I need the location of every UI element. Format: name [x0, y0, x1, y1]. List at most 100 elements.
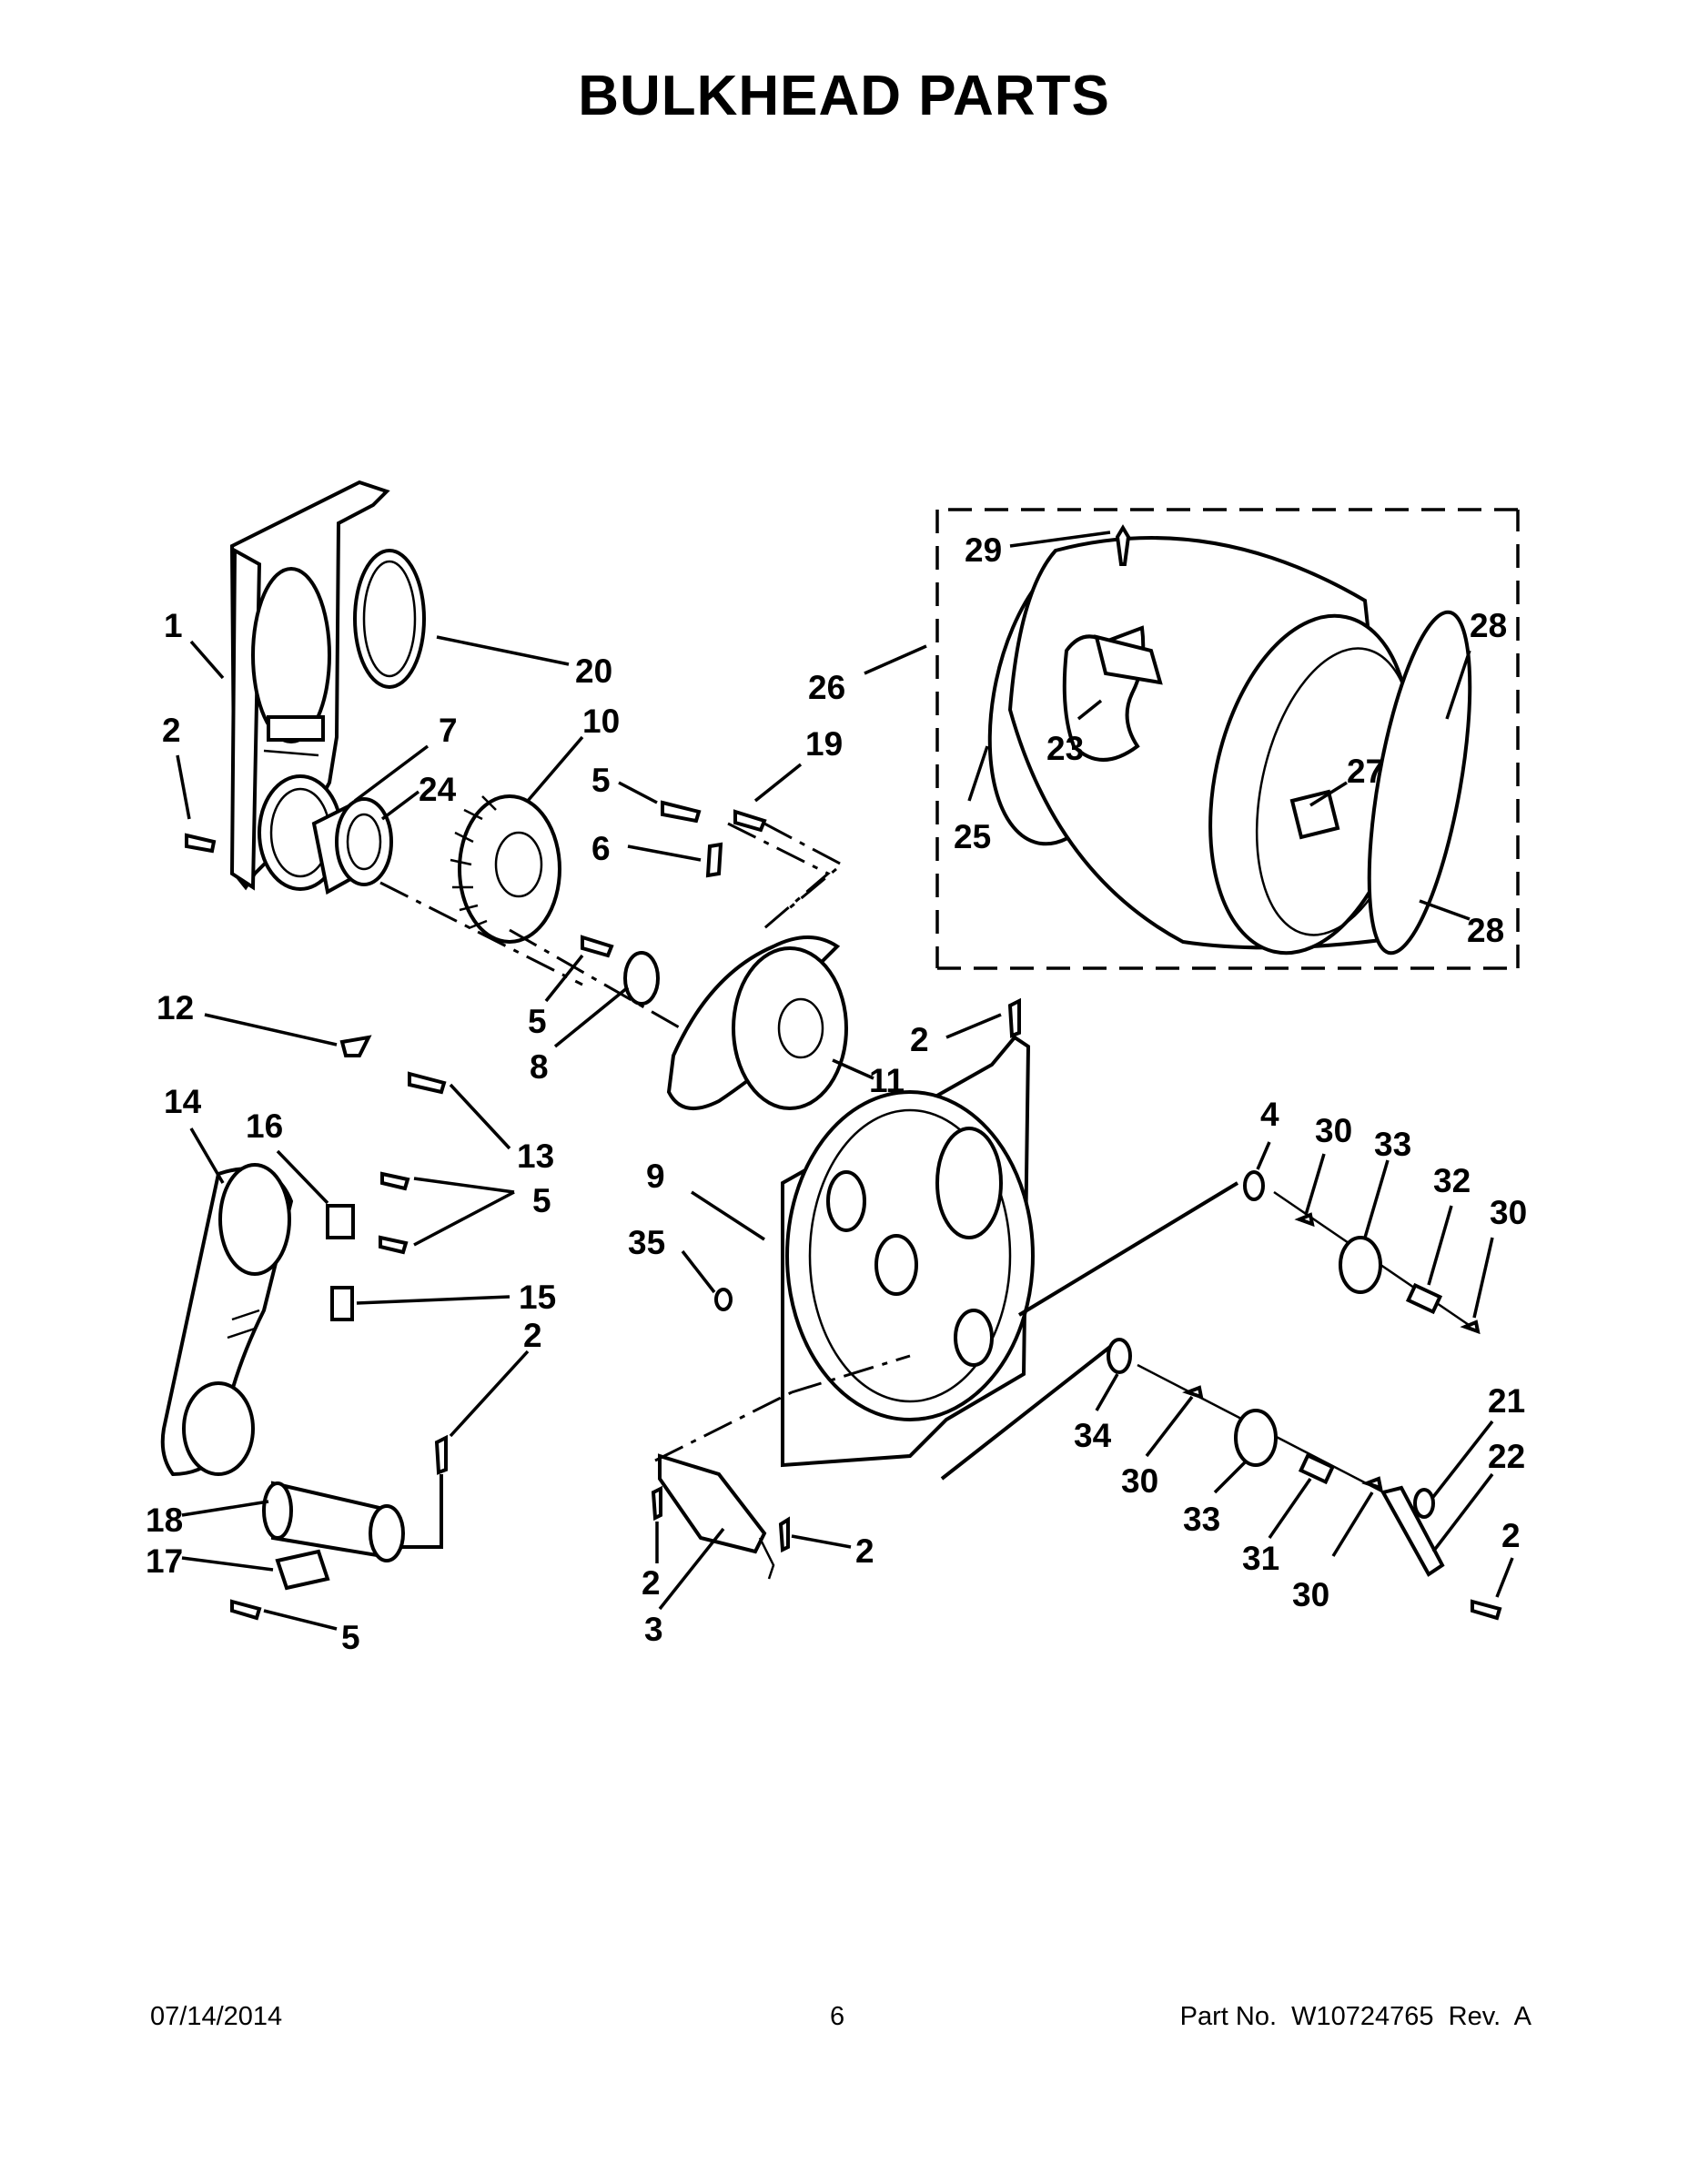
leader-4: [1256, 1141, 1271, 1170]
panel-slot: [267, 715, 325, 742]
bracket-tab: [758, 1537, 775, 1580]
lower-roller-axis: [940, 1345, 1112, 1481]
callout-33-upper: 33: [1374, 1126, 1411, 1163]
drum-part: [987, 524, 1472, 956]
leader-26: [864, 644, 927, 675]
bulkhead-inner-rim: [808, 1108, 1012, 1403]
front-duct-slots: [227, 1309, 260, 1340]
axis-line-bracket: [654, 1354, 911, 1462]
leader-5d: [263, 1609, 338, 1631]
callout-28: 28: [1470, 607, 1507, 644]
leader-9: [691, 1190, 765, 1241]
callout-23: 23: [1046, 730, 1084, 767]
leader-34: [1095, 1373, 1119, 1411]
callout-30-lower-b: 30: [1292, 1576, 1329, 1613]
leader-lines: [176, 531, 1514, 1631]
leader-5c: [413, 1177, 515, 1247]
callout-27: 27: [1347, 753, 1384, 790]
callout-5: 5: [591, 762, 611, 799]
blower-wheel-blades: [450, 795, 497, 930]
drum-seal: [1367, 610, 1472, 956]
leader-11: [832, 1058, 874, 1080]
roller-33-lower: [1234, 1409, 1278, 1467]
callout-22: 22: [1488, 1438, 1525, 1475]
callout-19: 19: [805, 725, 843, 763]
callout-18: 18: [146, 1502, 183, 1539]
leader-33b: [1213, 1459, 1248, 1494]
front-duct-14: [160, 1163, 294, 1477]
leader-25: [967, 745, 989, 802]
leader-32: [1427, 1205, 1453, 1286]
rear-panel-edge: [229, 547, 262, 891]
leader-24: [380, 790, 420, 821]
callout-4: 4: [1260, 1096, 1279, 1133]
callout-2: 2: [162, 712, 181, 749]
upper-roller-assembly: [1017, 1170, 1481, 1335]
callout-34: 34: [1074, 1417, 1112, 1454]
callout-5-left: 5: [532, 1182, 551, 1219]
leader-27: [1309, 781, 1348, 807]
leader-22: [1431, 1472, 1494, 1553]
thermostat-16: [326, 1204, 355, 1239]
blower-housing-center: [777, 997, 824, 1059]
clip-30-upper-b: [1460, 1320, 1481, 1335]
callout-30-upper-a: 30: [1315, 1112, 1352, 1149]
heater-18: [262, 1481, 405, 1562]
heater-end-right: [369, 1504, 405, 1562]
footer-part-number: Part No. W10724765 Rev. A: [1179, 2002, 1531, 2031]
leader-21: [1431, 1420, 1494, 1499]
callout-24: 24: [419, 771, 457, 808]
leader-2c: [449, 1350, 530, 1438]
bracket-12: [339, 1035, 372, 1057]
leader-23: [1076, 699, 1103, 721]
bearing-24-inner: [346, 813, 382, 871]
callout-11: 11: [869, 1062, 905, 1099]
heater-wire: [400, 1474, 443, 1549]
callout-2-heater: 2: [523, 1317, 542, 1354]
screw-2-heater: [434, 1434, 448, 1475]
leader-14: [189, 1127, 225, 1184]
footer-page-number: 6: [830, 2002, 845, 2031]
leader-19: [753, 763, 803, 803]
callout-5-mid: 5: [528, 1003, 547, 1040]
bracket-body: [658, 1453, 767, 1554]
screw-2-roller: [1471, 1599, 1502, 1621]
leader-3: [658, 1527, 725, 1611]
axis-line-screws: [727, 822, 844, 930]
callout-32: 32: [1433, 1162, 1471, 1199]
washer-35: [714, 1288, 733, 1311]
callout-8: 8: [530, 1048, 549, 1086]
callout-15: 15: [519, 1279, 556, 1316]
callout-20: 20: [575, 652, 612, 690]
front-duct-bottom: [182, 1381, 255, 1476]
axis-line-upper: [379, 881, 682, 1030]
callout-26: 26: [808, 669, 845, 706]
screw-2-left: [185, 833, 217, 854]
leader-17: [181, 1556, 274, 1572]
screw-19: [733, 809, 767, 833]
leader-2f: [1495, 1557, 1514, 1598]
leader-29: [1009, 531, 1111, 548]
callout-14: 14: [164, 1083, 202, 1120]
bulkhead-hole-center: [874, 1234, 918, 1296]
screw-5-upper: [661, 800, 702, 824]
screw-2-bracket-left: [651, 1485, 662, 1522]
footer-date: 07/14/2014: [150, 2002, 283, 2031]
callout-17: 17: [146, 1542, 183, 1580]
leader-8: [553, 986, 630, 1048]
blower-wheel-10: [450, 794, 561, 944]
bulkhead-hole-lower: [954, 1309, 994, 1367]
blower-wheel-hub: [458, 794, 561, 944]
lower-roller-assembly: [940, 1338, 1502, 1621]
callout-35: 35: [628, 1224, 665, 1261]
leader-7: [353, 744, 430, 803]
callout-21: 21: [1488, 1382, 1525, 1420]
blower-housing-11: [666, 935, 848, 1110]
leader-1: [189, 640, 225, 680]
washer-34: [1107, 1338, 1132, 1374]
callout-labels: 1 2 20 7 24 10 5 19 6 26 29 28 23 27 25 …: [146, 531, 1527, 1656]
screw-2-bulkhead: [1007, 997, 1021, 1038]
leader-31: [1268, 1478, 1312, 1539]
washer-21: [1413, 1488, 1435, 1519]
